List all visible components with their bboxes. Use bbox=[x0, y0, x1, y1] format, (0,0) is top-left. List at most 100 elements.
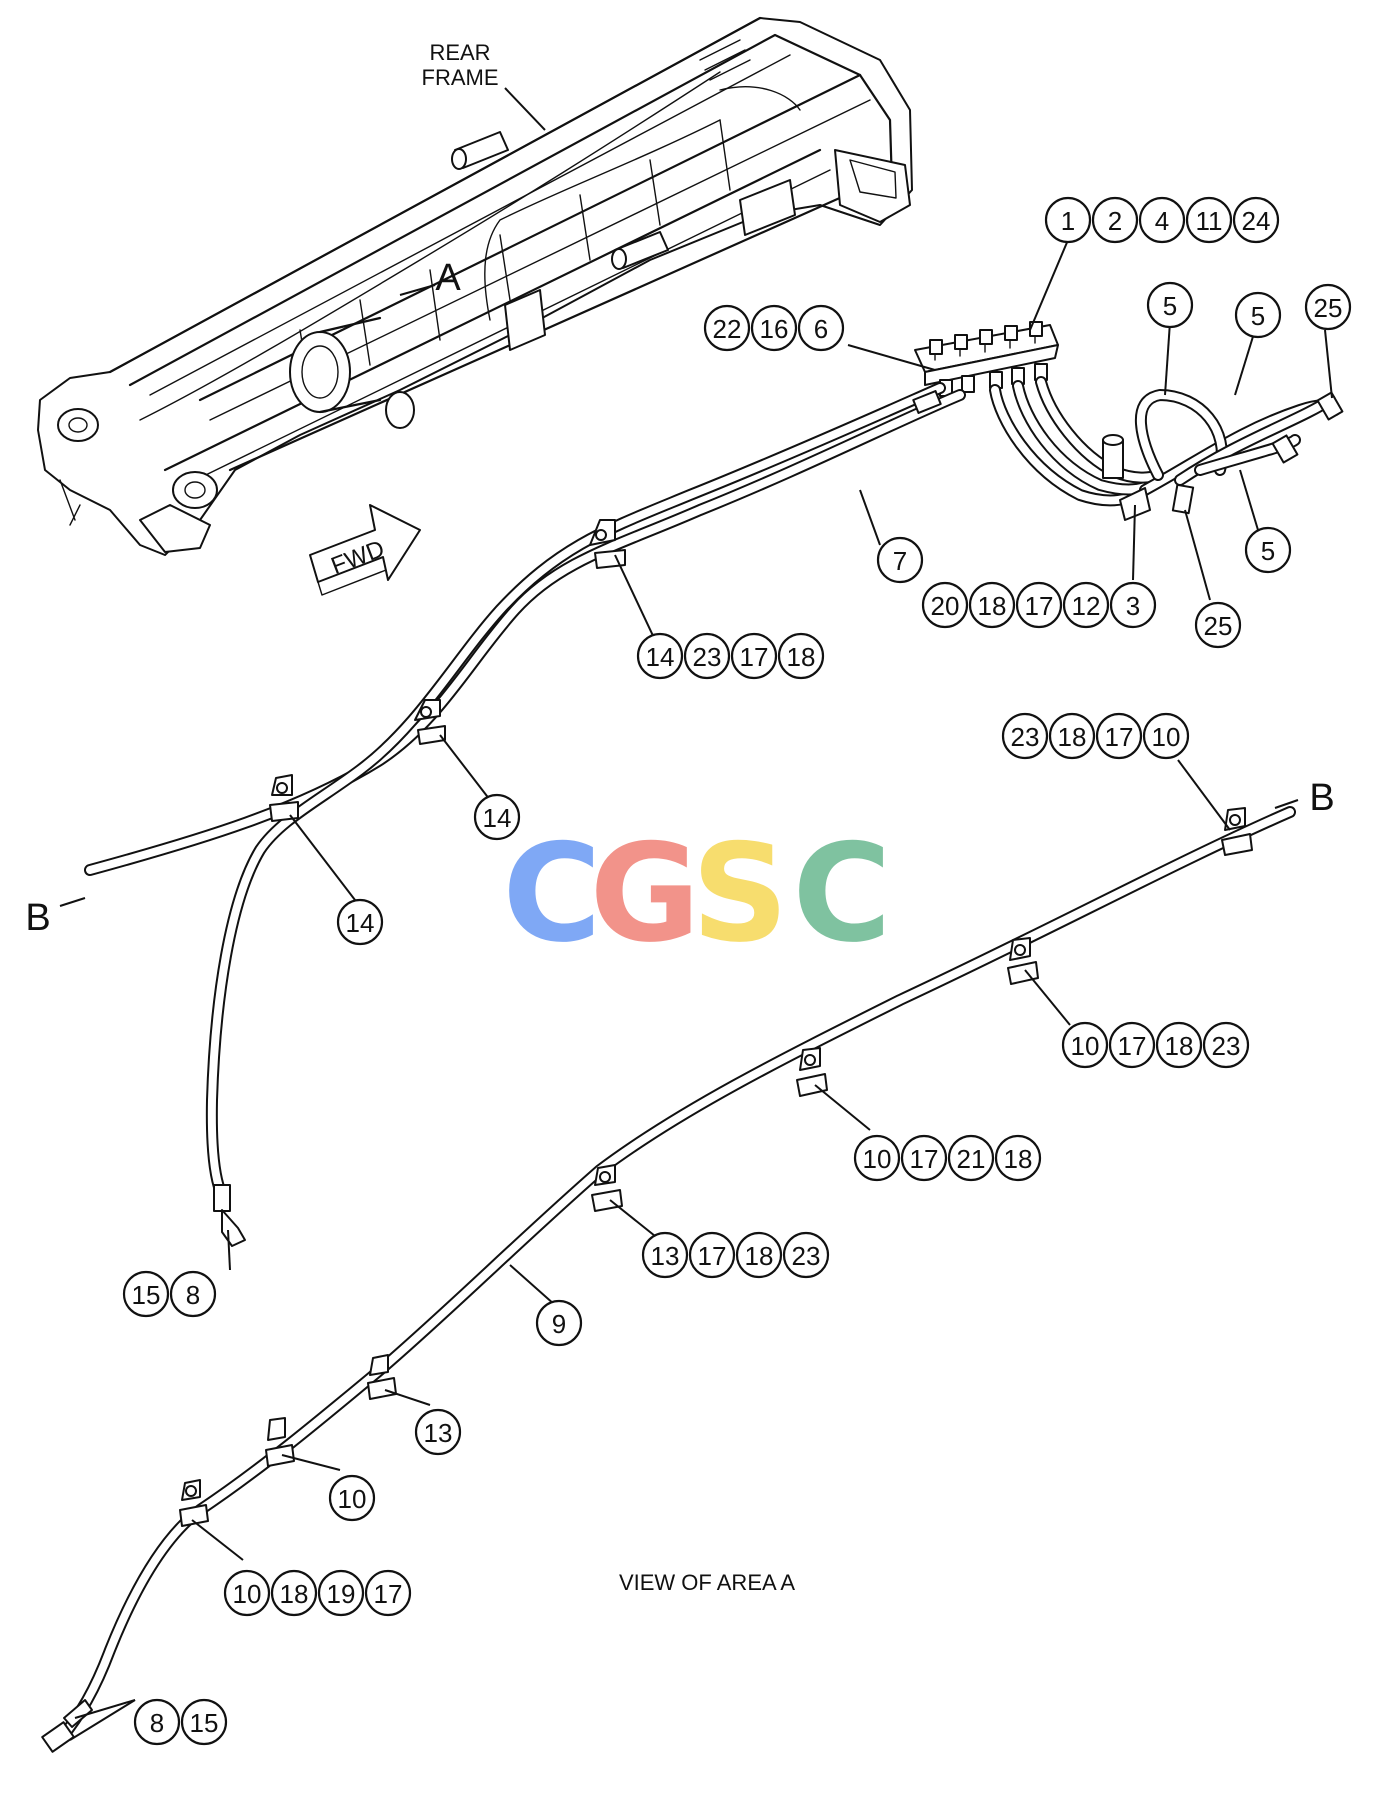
callout-balloon bbox=[1234, 291, 1282, 339]
callout-number: 15 bbox=[190, 1708, 219, 1738]
callout-number: 23 bbox=[693, 642, 722, 672]
callout-group-g19: 13 bbox=[414, 1408, 462, 1456]
callout-number: 25 bbox=[1204, 611, 1233, 641]
callout-balloon bbox=[1155, 1021, 1203, 1069]
callout-number: 19 bbox=[327, 1579, 356, 1609]
callout-balloon bbox=[782, 1231, 830, 1279]
callout-number: 10 bbox=[1071, 1031, 1100, 1061]
watermark-letter-1: C bbox=[502, 815, 601, 972]
callout-group-g4: 5 bbox=[1234, 291, 1282, 339]
callout-group-g13: 14 bbox=[336, 898, 384, 946]
callout-number: 10 bbox=[863, 1144, 892, 1174]
callout-balloon bbox=[703, 304, 751, 352]
callout-number: 18 bbox=[1058, 722, 1087, 752]
callout-number: 5 bbox=[1251, 301, 1265, 331]
callout-number: 23 bbox=[1212, 1031, 1241, 1061]
callout-balloon bbox=[169, 1270, 217, 1318]
callout-number: 2 bbox=[1108, 206, 1122, 236]
area-a-leader bbox=[399, 284, 436, 296]
callout-group-g6: 7 bbox=[876, 536, 924, 584]
callout-number: 12 bbox=[1072, 591, 1101, 621]
callout-number: 18 bbox=[280, 1579, 309, 1609]
callout-number: 23 bbox=[1011, 722, 1040, 752]
callout-balloon bbox=[1062, 581, 1110, 629]
callout-number: 17 bbox=[1118, 1031, 1147, 1061]
callout-number: 17 bbox=[698, 1241, 727, 1271]
callout-group-g9: 25 bbox=[1194, 601, 1242, 649]
callout-balloon bbox=[641, 1231, 689, 1279]
watermark-letter-3: S bbox=[691, 815, 788, 972]
callout-number: 10 bbox=[338, 1484, 367, 1514]
break-b-right: B bbox=[1309, 777, 1334, 819]
callout-balloon bbox=[1138, 196, 1186, 244]
callout-number: 20 bbox=[931, 591, 960, 621]
callout-balloon bbox=[921, 581, 969, 629]
callout-number: 3 bbox=[1126, 591, 1140, 621]
callout-number: 13 bbox=[424, 1418, 453, 1448]
callout-number: 16 bbox=[760, 314, 789, 344]
callout-number: 11 bbox=[1196, 206, 1223, 236]
callout-balloon bbox=[683, 632, 731, 680]
callout-group-g20: 10 bbox=[328, 1474, 376, 1522]
callout-balloon bbox=[1244, 526, 1292, 574]
callout-number: 13 bbox=[651, 1241, 680, 1271]
fwd-arrow: FWD bbox=[309, 504, 421, 596]
callout-balloon bbox=[270, 1569, 318, 1617]
callout-number: 8 bbox=[150, 1708, 164, 1738]
callout-group-g3: 5 bbox=[1146, 281, 1194, 329]
callout-balloon bbox=[317, 1569, 365, 1617]
callout-balloon bbox=[1091, 196, 1139, 244]
rear-frame-drawing bbox=[37, 16, 913, 556]
callout-balloon bbox=[473, 793, 521, 841]
callout-number: 8 bbox=[186, 1280, 200, 1310]
callout-balloon bbox=[1095, 712, 1143, 760]
hose-9 bbox=[41, 806, 1296, 1753]
callout-group-g10: 14 23 17 18 bbox=[636, 632, 825, 680]
callout-number: 5 bbox=[1163, 291, 1177, 321]
callout-number: 14 bbox=[646, 642, 675, 672]
callout-balloon bbox=[1146, 281, 1194, 329]
callout-balloon bbox=[535, 1299, 583, 1347]
callout-number: 18 bbox=[1165, 1031, 1194, 1061]
callout-balloon bbox=[947, 1134, 995, 1182]
callout-balloon bbox=[994, 1134, 1042, 1182]
callout-number: 18 bbox=[787, 642, 816, 672]
callout-balloon bbox=[122, 1270, 170, 1318]
area-a-label: A bbox=[435, 257, 461, 299]
callout-group-g17: 15 8 bbox=[122, 1270, 217, 1318]
callout-balloon bbox=[636, 632, 684, 680]
break-b-left: B bbox=[25, 897, 50, 939]
callout-number: 24 bbox=[1242, 206, 1271, 236]
manifold-block bbox=[914, 321, 1059, 397]
callout-balloon bbox=[1304, 283, 1352, 331]
callout-group-g8: 20 18 17 12 3 bbox=[921, 581, 1157, 629]
callout-balloon bbox=[414, 1408, 462, 1456]
callout-balloon bbox=[968, 581, 1016, 629]
callout-number: 7 bbox=[893, 546, 907, 576]
callout-number: 25 bbox=[1314, 293, 1343, 323]
callout-number: 14 bbox=[483, 803, 512, 833]
callout-balloon bbox=[1232, 196, 1280, 244]
callout-balloon bbox=[1109, 581, 1157, 629]
callout-balloon bbox=[1048, 712, 1096, 760]
callout-group-g14: 10 17 18 23 bbox=[1061, 1021, 1250, 1069]
callout-number: 21 bbox=[957, 1144, 986, 1174]
callout-number: 17 bbox=[740, 642, 769, 672]
view-caption: VIEW OF AREA A bbox=[619, 1570, 795, 1595]
callout-number: 15 bbox=[132, 1280, 161, 1310]
callout-number: 18 bbox=[978, 591, 1007, 621]
callout-balloon bbox=[133, 1698, 181, 1746]
clamps-hose-9 bbox=[179, 807, 1253, 1527]
callout-number: 17 bbox=[374, 1579, 403, 1609]
callout-number: 17 bbox=[1025, 591, 1054, 621]
callout-balloon bbox=[688, 1231, 736, 1279]
callout-balloon bbox=[1194, 601, 1242, 649]
callout-balloon bbox=[1001, 712, 1049, 760]
watermark-logo: C G S C bbox=[502, 815, 891, 972]
callout-number: 9 bbox=[552, 1309, 566, 1339]
